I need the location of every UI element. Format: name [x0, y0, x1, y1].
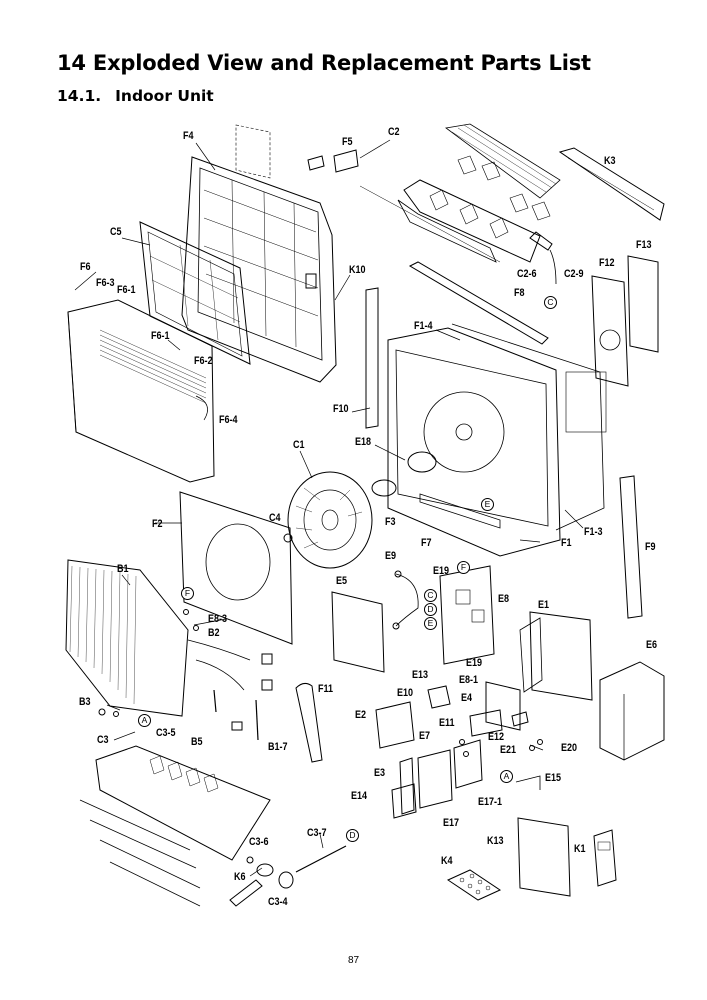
label-E10: E10	[397, 687, 414, 699]
label-E17-1: E17-1	[478, 796, 503, 808]
label-E7: E7	[419, 730, 431, 742]
label-E8: E8	[498, 593, 510, 605]
label-C3: C3	[97, 734, 109, 746]
callout-f-left: F	[181, 587, 194, 600]
label-E21: E21	[500, 744, 517, 756]
label-F6-1-top: F6-1	[117, 284, 136, 296]
label-F12: F12	[599, 257, 615, 269]
label-B2: B2	[208, 627, 220, 639]
label-E4: E4	[461, 692, 473, 704]
page-number: 87	[347, 955, 360, 966]
callout-d-bottom: D	[346, 829, 359, 842]
section-title: Indoor Unit	[115, 87, 214, 105]
label-E20: E20	[561, 742, 578, 754]
callout-a-left: A	[138, 714, 151, 727]
label-E15: E15	[545, 772, 562, 784]
label-E2: E2	[355, 709, 367, 721]
label-K13: K13	[487, 835, 504, 847]
label-K3: K3	[604, 155, 616, 167]
label-E12: E12	[488, 731, 505, 743]
label-E8-3: E8-3	[208, 613, 228, 625]
label-B5: B5	[191, 736, 203, 748]
label-C3-5: C3-5	[156, 727, 176, 739]
label-F1-4: F1-4	[414, 320, 433, 332]
label-K6: K6	[234, 871, 246, 883]
label-C3-7: C3-7	[307, 827, 327, 839]
page-heading: 14 Exploded View and Replacement Parts L…	[57, 51, 591, 75]
label-E5: E5	[336, 575, 348, 587]
callout-d-pcb: D	[424, 603, 437, 616]
label-F9: F9	[645, 541, 656, 553]
section-heading: 14.1. Indoor Unit	[57, 87, 214, 105]
label-C4: C4	[269, 512, 281, 524]
label-E8-1: E8-1	[459, 674, 479, 686]
callout-e-pcb: E	[424, 617, 437, 630]
callout-c-pcb: C	[424, 589, 437, 602]
label-F6-1-bottom: F6-1	[151, 330, 170, 342]
label-E9: E9	[385, 550, 397, 562]
label-C3-6: C3-6	[249, 836, 269, 848]
callout-f-pcb: F	[457, 561, 470, 574]
label-F1-3: F1-3	[584, 526, 603, 538]
label-C2-9: C2-9	[564, 268, 584, 280]
label-F2: F2	[152, 518, 163, 530]
label-F6-3: F6-3	[96, 277, 115, 289]
label-E11: E11	[439, 717, 455, 729]
label-E1: E1	[538, 599, 550, 611]
label-E3: E3	[374, 767, 386, 779]
label-E13: E13	[412, 669, 429, 681]
label-C2: C2	[388, 126, 400, 138]
label-E17: E17	[443, 817, 460, 829]
label-E6: E6	[646, 639, 658, 651]
callout-e-top: E	[481, 498, 494, 511]
section-number: 14.1.	[57, 87, 102, 105]
label-F10: F10	[333, 403, 349, 415]
callout-c-top: C	[544, 296, 557, 309]
label-F8: F8	[514, 287, 525, 299]
label-F1: F1	[561, 537, 572, 549]
label-E14: E14	[351, 790, 368, 802]
label-K1: K1	[574, 843, 586, 855]
label-K4: K4	[441, 855, 453, 867]
label-F6: F6	[80, 261, 91, 273]
label-F5: F5	[342, 136, 353, 148]
label-C1: C1	[293, 439, 305, 451]
label-C3-4: C3-4	[268, 896, 288, 908]
label-K10: K10	[349, 264, 366, 276]
label-E19-top: E19	[433, 565, 450, 577]
label-F11: F11	[318, 683, 334, 695]
label-F3: F3	[385, 516, 396, 528]
label-C2-6: C2-6	[517, 268, 537, 280]
label-F6-4: F6-4	[219, 414, 238, 426]
label-F4: F4	[183, 130, 194, 142]
label-B1-7: B1-7	[268, 741, 288, 753]
label-F13: F13	[636, 239, 652, 251]
label-B1: B1	[117, 563, 129, 575]
label-E19-bottom: E19	[466, 657, 483, 669]
label-C5: C5	[110, 226, 122, 238]
label-B3: B3	[79, 696, 91, 708]
label-F7: F7	[421, 537, 432, 549]
label-E18: E18	[355, 436, 372, 448]
label-F6-2: F6-2	[194, 355, 213, 367]
callout-a-right: A	[500, 770, 513, 783]
